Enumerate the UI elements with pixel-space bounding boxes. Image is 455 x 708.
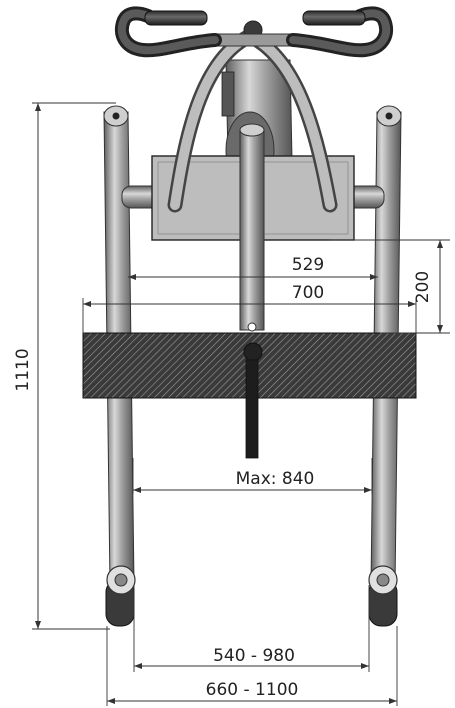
dimension-width-upper: 529 [128, 255, 378, 280]
right-caster [368, 565, 398, 627]
label-height-total: 1110 [13, 348, 33, 391]
label-width-outer: 660 - 1100 [206, 680, 299, 700]
label-width-max: Max: 840 [236, 469, 315, 489]
right-grip [286, 6, 394, 58]
dimension-height-total: 1110 [13, 102, 116, 630]
dimension-width-inner: 540 - 980 [133, 585, 370, 672]
label-height-offset: 200 [413, 271, 433, 303]
dimension-width-max: Max: 840 [132, 458, 373, 494]
left-caster [105, 565, 136, 627]
dimension-height-offset: 200 [330, 239, 450, 334]
strap [245, 359, 259, 459]
dimension-width-outer: 660 - 1100 [106, 626, 398, 706]
column [239, 123, 265, 332]
label-width-bar: 700 [292, 283, 324, 303]
dimension-width-bar: 700 [82, 283, 417, 333]
label-width-inner: 540 - 980 [213, 646, 295, 666]
left-grip [114, 6, 222, 58]
label-width-upper: 529 [292, 255, 324, 275]
